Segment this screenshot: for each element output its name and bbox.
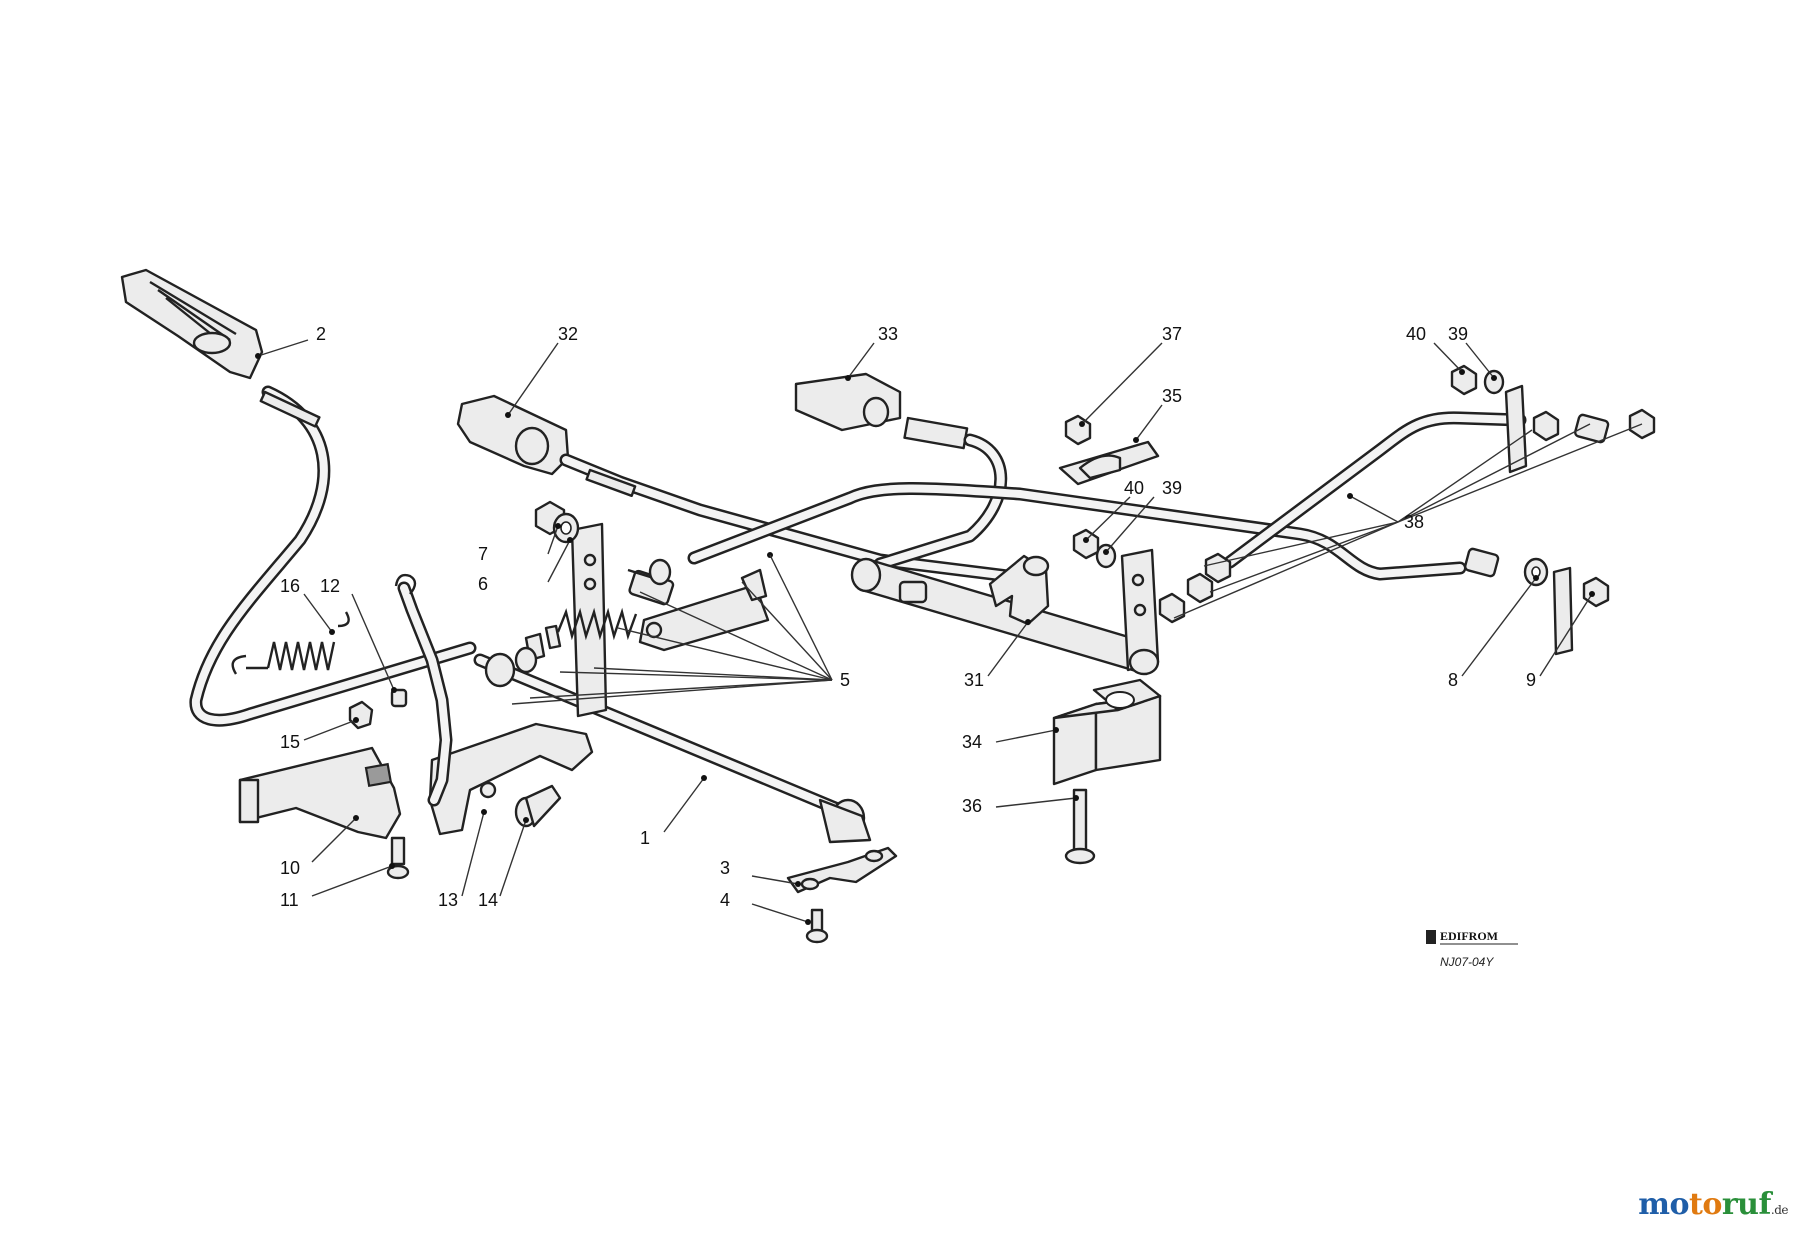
lever-plate-13: [428, 722, 594, 836]
watermark-tld: .de: [1770, 1203, 1789, 1217]
bracket-right-lower: [1552, 566, 1574, 656]
callout-3: 3: [720, 858, 730, 878]
handle-grip: [120, 268, 264, 380]
screw-4: [805, 908, 829, 944]
nut-15: [348, 700, 374, 730]
screw-11: [386, 836, 410, 880]
watermark-logo: motorufmotoruf.de: [1638, 1187, 1788, 1222]
callout-37: 37: [1162, 324, 1182, 344]
clip-12: [390, 688, 408, 708]
callout-15: 15: [280, 732, 300, 752]
callout-12: 12: [320, 576, 340, 596]
callout-39-top: 39: [1448, 324, 1468, 344]
callout-5: 5: [840, 670, 850, 690]
callouts: 2 32 33 37 35 40 39 40 39 38 8 9 31 34 3…: [280, 324, 1536, 910]
callout-11: 11: [280, 890, 299, 910]
clamp-3: [786, 846, 898, 894]
washer-6: [552, 512, 580, 544]
leader-lines: [255, 339, 1643, 925]
nut-40-washer-39-mid: [1072, 528, 1117, 569]
nut-9: [1582, 576, 1610, 608]
stamp-brand: EDIFROM: [1440, 929, 1498, 943]
callout-16: 16: [280, 576, 300, 596]
bolt-14: [514, 784, 562, 828]
clamp-35: [1058, 440, 1160, 486]
support-block-34: [1052, 678, 1162, 786]
callout-31: 31: [964, 670, 984, 690]
bolt-36: [1064, 788, 1096, 865]
shift-rod-12: [394, 573, 453, 807]
callout-1: 1: [640, 828, 650, 848]
cable-33: [794, 372, 1008, 571]
callout-6: 6: [478, 574, 488, 594]
callout-35: 35: [1162, 386, 1182, 406]
callout-9: 9: [1526, 670, 1536, 690]
callout-2: 2: [316, 324, 326, 344]
cable-32: [456, 394, 1047, 587]
callout-4: 4: [720, 890, 730, 910]
swivel-5: [627, 558, 675, 606]
callout-39-mid: 39: [1162, 478, 1182, 498]
cable-upper: [189, 385, 477, 727]
callout-32: 32: [558, 324, 578, 344]
side-plate: [1120, 548, 1160, 676]
axle-1: [473, 653, 872, 844]
callout-8: 8: [1448, 670, 1458, 690]
bracket-10: [238, 746, 402, 840]
callout-33: 33: [878, 324, 898, 344]
callout-40-top: 40: [1406, 324, 1426, 344]
washer-8: [1523, 557, 1549, 587]
callout-36: 36: [962, 796, 982, 816]
bracket-right-upper: [1504, 384, 1528, 474]
callout-10: 10: [280, 858, 300, 878]
callout-14: 14: [478, 890, 498, 910]
swivel-38: [1158, 408, 1656, 624]
link-arm-5: [638, 568, 770, 652]
callout-7: 7: [478, 544, 488, 564]
callout-34: 34: [962, 732, 982, 752]
rod-38-lower: [687, 482, 1467, 581]
callout-38: 38: [1404, 512, 1424, 532]
stamp-code: NJ07-04Y: [1440, 955, 1494, 969]
callout-40-mid: 40: [1124, 478, 1144, 498]
spring-16: [231, 611, 350, 675]
rod-38-upper: [1223, 411, 1527, 569]
nut-40-washer-39-top: [1450, 364, 1505, 396]
publisher-stamp: EDIFROM NJ07-04Y: [1426, 929, 1518, 969]
callout-13: 13: [438, 890, 458, 910]
bush-5: [484, 646, 538, 688]
